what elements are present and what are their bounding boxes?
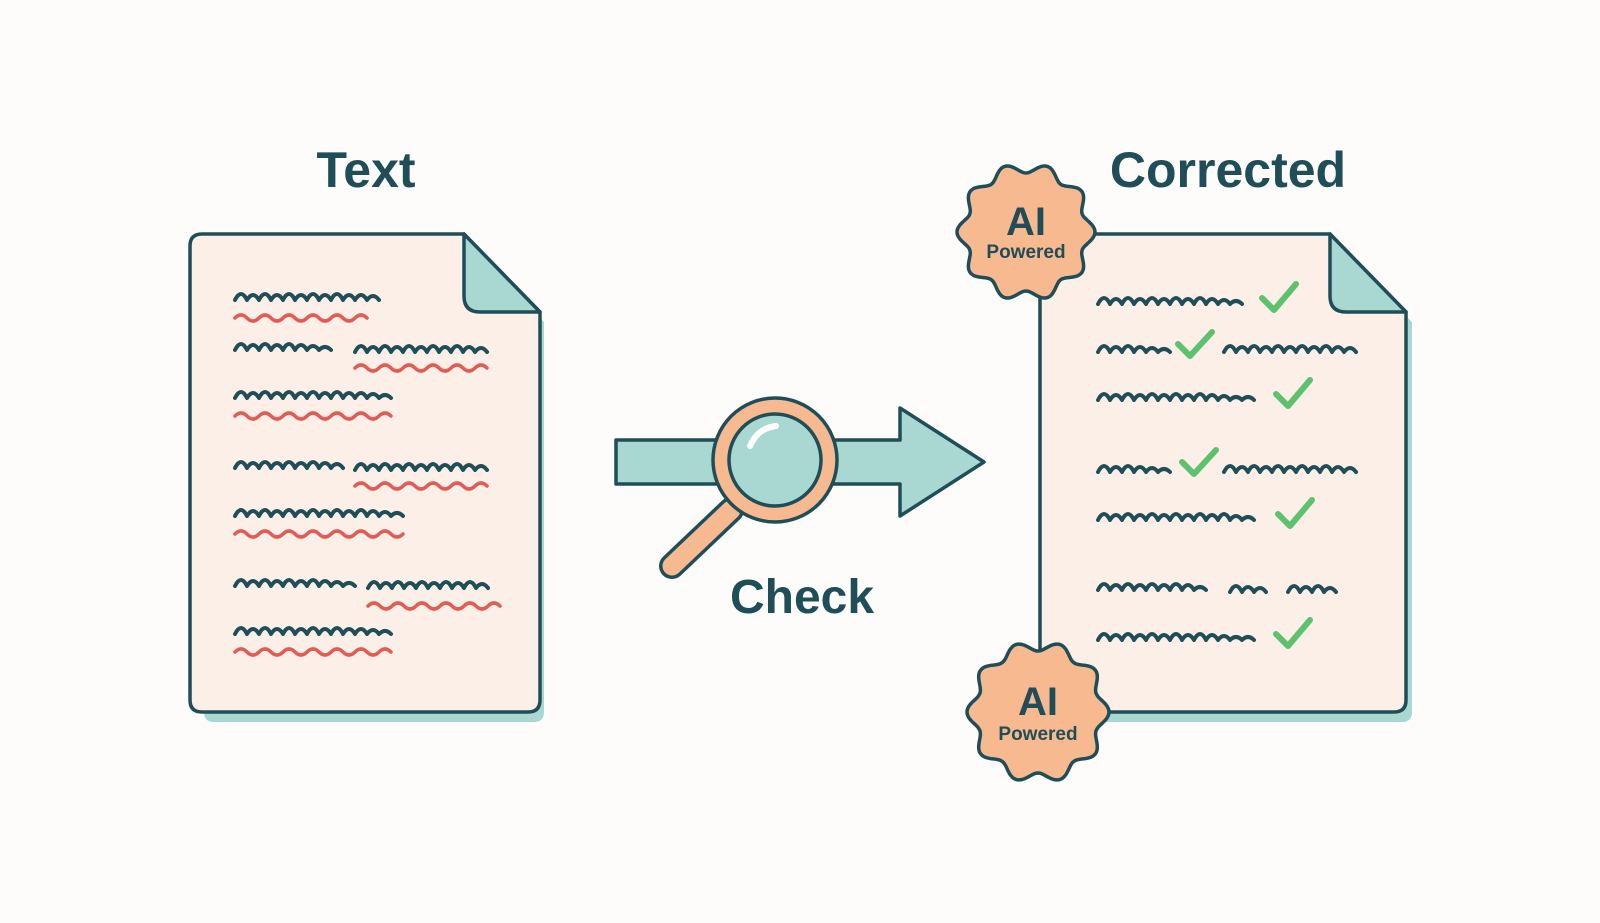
scribble-line: [233, 626, 393, 636]
scribble-line: [1096, 344, 1172, 354]
check-icon: [1259, 281, 1299, 313]
error-underline: [353, 363, 489, 373]
scribble-line: [1096, 582, 1208, 592]
badge-shape: [955, 164, 1097, 300]
scribble-line: [366, 580, 490, 590]
scribble-line: [233, 342, 333, 352]
badge-subtitle: Powered: [998, 724, 1077, 745]
input-document-fold: [462, 232, 542, 314]
error-underline: [353, 481, 489, 491]
check-icon: [1273, 377, 1313, 409]
scribble-line: [1096, 392, 1256, 402]
input-document: [188, 232, 544, 722]
badge-subtitle: Powered: [986, 242, 1065, 263]
scribble-line: [233, 292, 381, 302]
error-underline: [233, 529, 405, 539]
scribble-line: [1222, 344, 1358, 354]
badge-title: AI: [1006, 200, 1046, 244]
scribble-line: [1286, 584, 1338, 594]
input-label: Text: [316, 142, 415, 198]
magnifier-highlight: [747, 423, 779, 449]
ai-badge-bottom: AI Powered: [965, 642, 1111, 782]
badge-shape: [965, 642, 1111, 782]
magnifier-handle: [659, 497, 744, 579]
output-text-lines: [1096, 281, 1358, 649]
scribble-line: [233, 390, 393, 400]
output-document-fold: [1328, 232, 1408, 314]
scribble-line: [1222, 464, 1358, 474]
input-document-paper: [188, 232, 542, 714]
scribble-line: [1096, 296, 1244, 306]
output-label: Corrected: [1110, 142, 1346, 198]
error-underline: [233, 313, 369, 323]
magnifier-icon: [659, 396, 839, 579]
output-document: [1038, 232, 1412, 722]
scribble-line: [353, 344, 489, 354]
scribble-line: [1096, 464, 1172, 474]
ai-badge-top: AI Powered: [955, 164, 1097, 300]
check-icon: [1275, 497, 1315, 529]
check-icon: [1179, 447, 1219, 477]
scribble-line: [1096, 632, 1256, 642]
error-underline: [233, 647, 393, 657]
scribble-line: [233, 578, 357, 588]
scribble-line: [1096, 512, 1256, 522]
check-icon: [1273, 617, 1313, 649]
badge-title: AI: [1018, 680, 1058, 724]
scribble-line: [233, 508, 405, 518]
check-icon: [1175, 329, 1215, 359]
input-text-lines: [233, 292, 502, 657]
scribble-line: [233, 460, 345, 470]
error-underline: [366, 601, 502, 611]
error-underline: [233, 411, 393, 421]
scribble-line: [353, 462, 489, 472]
scribble-line: [1228, 584, 1268, 594]
process-label: Check: [730, 571, 874, 624]
